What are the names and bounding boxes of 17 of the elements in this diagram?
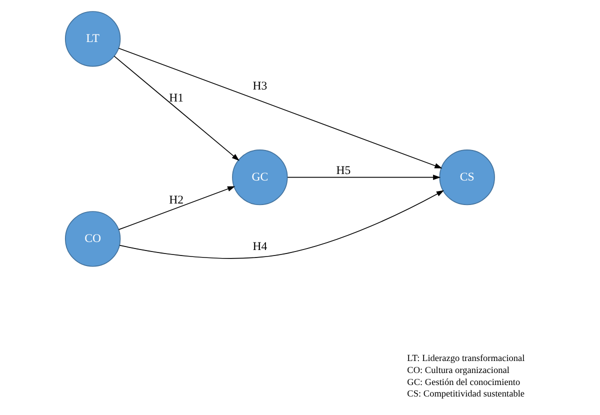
node-circle: LT: [64, 11, 121, 67]
label: GC: Gestión del conocimiento: [407, 378, 520, 388]
edge-label: H5: [336, 163, 351, 178]
edge-label: H2: [169, 192, 184, 207]
arrow: [119, 190, 444, 259]
label: CS: Competitividad sustentable: [407, 390, 525, 400]
node-circle: CO: [64, 211, 121, 267]
edge-label: H3: [252, 78, 268, 93]
arrow: [287, 174, 441, 180]
label: LT: Liderazgo transformacional: [407, 354, 525, 364]
arrow: [118, 48, 442, 168]
node-circle: CS: [439, 149, 495, 206]
arrow: [118, 186, 236, 230]
edge-label: H4: [252, 239, 268, 254]
edge-label: H1: [169, 90, 184, 105]
arrow: [114, 56, 240, 161]
label: CO: Cultura organizacional: [407, 366, 510, 376]
